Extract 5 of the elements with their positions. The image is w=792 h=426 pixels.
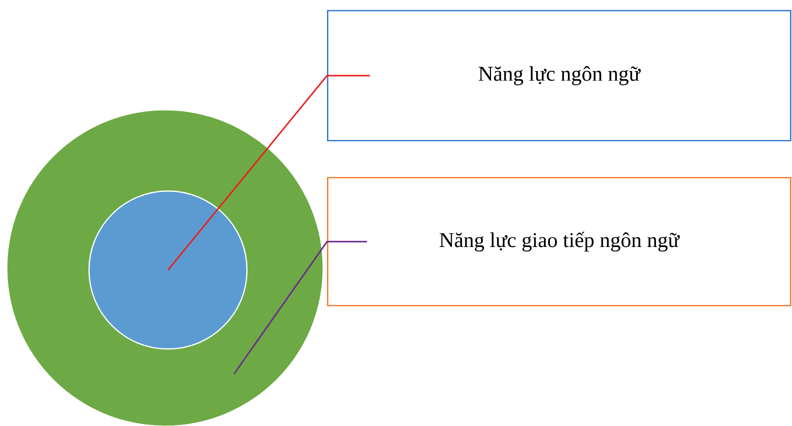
leader-line <box>167 74 370 270</box>
label-box: Năng lực ngôn ngữ <box>327 10 792 142</box>
label-box: Năng lực giao tiếp ngôn ngữ <box>327 177 792 306</box>
inner-circle <box>88 190 248 350</box>
leader-line <box>233 240 367 374</box>
